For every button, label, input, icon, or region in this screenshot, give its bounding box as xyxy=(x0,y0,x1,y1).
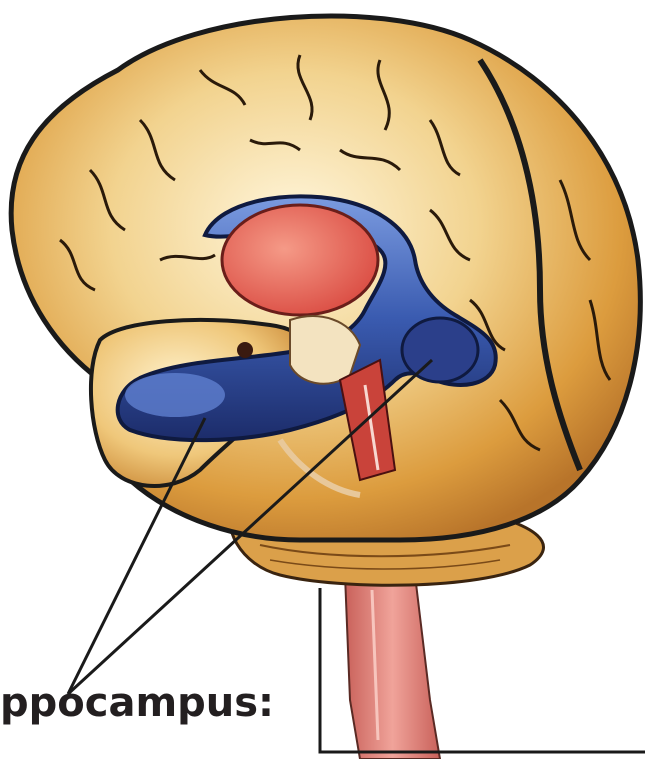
brainstem xyxy=(345,575,440,759)
thalamus xyxy=(222,205,378,315)
hippocampus-label: ppocampus: xyxy=(0,680,274,726)
